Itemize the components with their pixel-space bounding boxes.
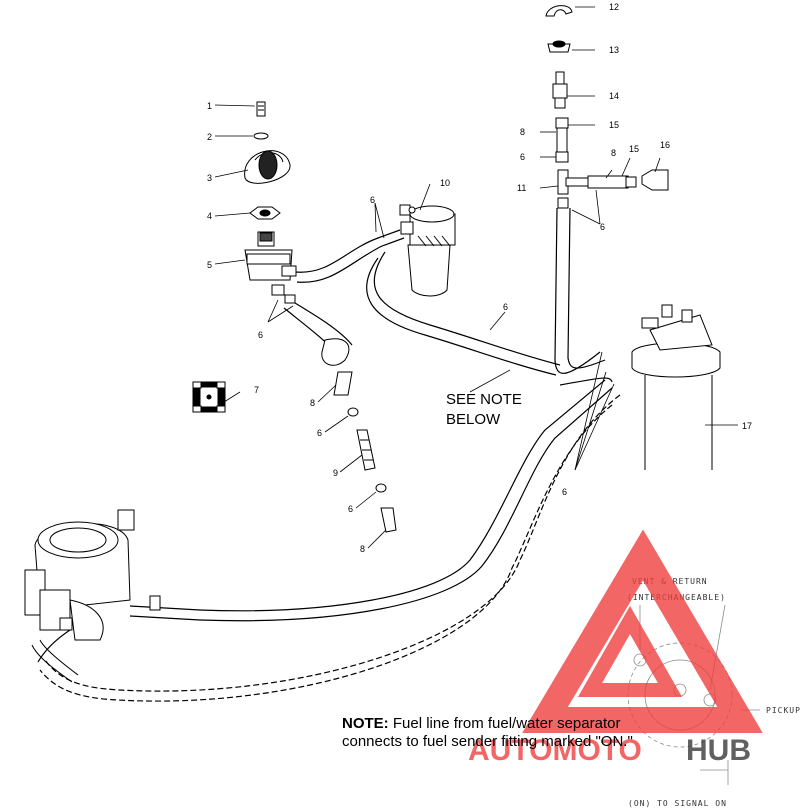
bracket-item-7 <box>192 381 226 413</box>
fuel-water-separator <box>399 204 456 297</box>
callout-15-column: 15 <box>609 120 619 130</box>
inset-signal-label: (ON) TO SIGNAL ON <box>628 799 727 808</box>
callout-11: 11 <box>517 183 526 193</box>
callout-8-lower: 8 <box>360 544 365 554</box>
see-note-line-2: BELOW <box>446 411 501 428</box>
fuel-hoses <box>37 207 621 702</box>
callout-6-tee: 6 <box>600 222 605 232</box>
fuel-filter-assembly <box>244 101 297 304</box>
callout-10: 10 <box>440 178 450 188</box>
fuel-fittings-column <box>545 5 669 209</box>
watermark-text-hub: HUB <box>686 734 751 767</box>
callout-5: 5 <box>207 260 212 270</box>
fuel-line-note: NOTE: Fuel line from fuel/water separato… <box>342 715 642 751</box>
callout-6-separator: 6 <box>370 195 375 205</box>
callout-6-column: 6 <box>520 152 525 162</box>
callout-9: 9 <box>333 468 338 478</box>
callout-6-inline-lower: 6 <box>348 504 353 514</box>
carburetor <box>24 509 161 683</box>
watermark-text-automoto: AUTOMOTO <box>468 734 642 767</box>
inline-fuel-parts <box>321 338 397 533</box>
callout-14: 14 <box>609 91 619 101</box>
callout-15-side: 15 <box>629 144 639 154</box>
callout-numbers: 1 2 3 4 5 6 7 8 6 9 6 8 6 10 6 12 13 14 … <box>207 2 752 554</box>
callout-8-upper: 8 <box>310 398 315 408</box>
inset-pickup-label: PICKUP <box>766 706 800 715</box>
callout-4: 4 <box>207 211 212 221</box>
callout-16: 16 <box>660 140 670 150</box>
callout-8-side: 8 <box>611 148 616 158</box>
callout-7: 7 <box>254 385 259 395</box>
callout-3: 3 <box>207 173 212 183</box>
callout-17: 17 <box>742 421 752 431</box>
note-label: NOTE: <box>342 715 389 732</box>
callout-6-inline-upper: 6 <box>317 428 322 438</box>
callout-13: 13 <box>609 45 619 55</box>
callout-2: 2 <box>207 132 212 142</box>
callout-8-column: 8 <box>520 127 525 137</box>
note-text: Fuel line from fuel/water separator conn… <box>342 715 633 750</box>
callout-6-filter: 6 <box>258 330 263 340</box>
fuel-tank-sender <box>631 304 721 470</box>
automotohub-watermark: AUTOMOTO HUB <box>468 529 763 767</box>
callout-12: 12 <box>609 2 619 12</box>
callout-6-tank: 6 <box>562 487 567 497</box>
leader-lines <box>214 6 738 549</box>
see-note-line-1: SEE NOTE <box>446 391 522 408</box>
callout-1: 1 <box>207 101 212 111</box>
callout-6-loop: 6 <box>503 302 508 312</box>
